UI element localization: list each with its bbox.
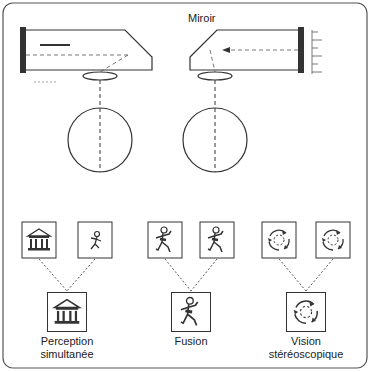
slide-frame [47, 292, 87, 332]
slide-frame [171, 292, 211, 332]
fusion-grade-box: Perception simultanée [19, 292, 115, 361]
part-label: Miroir [188, 12, 216, 25]
fusion-grade-box: Vision stéréoscopique [258, 292, 354, 361]
grade-label: Perception simultanée [19, 335, 115, 361]
frame [3, 3, 367, 368]
grade-label: Fusion [143, 335, 239, 348]
target-slides [22, 222, 350, 258]
grade-label: Vision stéréoscopique [258, 335, 354, 361]
slide-frame [286, 292, 326, 332]
projection-lines [39, 259, 333, 291]
right-tube [183, 27, 322, 172]
left-tube [20, 27, 152, 172]
fusion-grade-box: Fusion [143, 292, 239, 348]
